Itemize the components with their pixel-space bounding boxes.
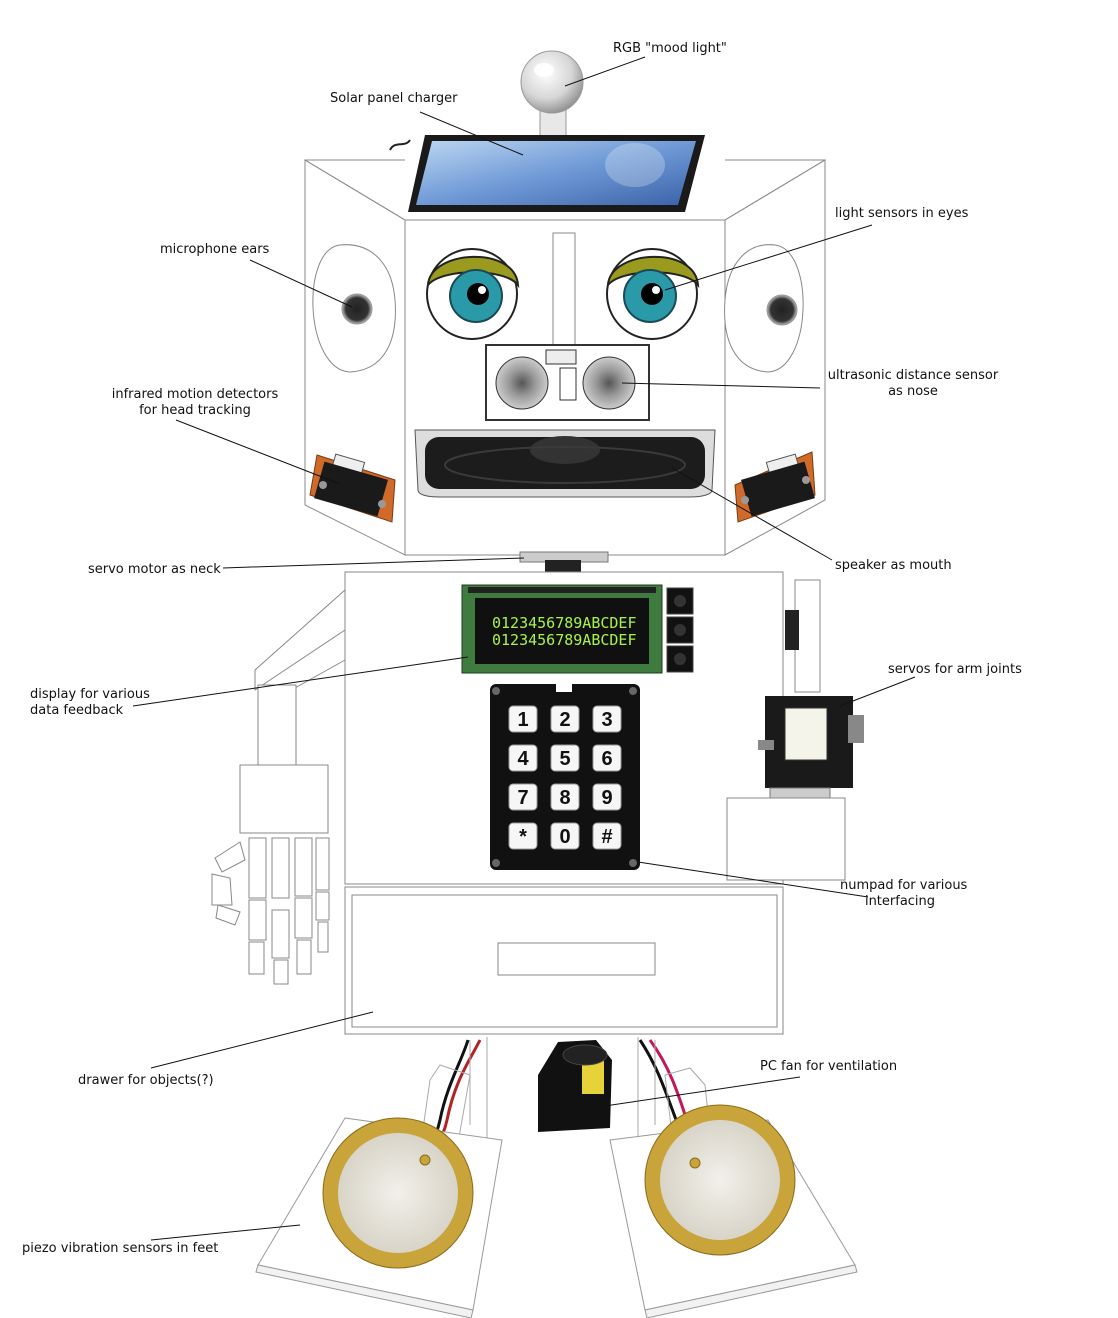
right-arm bbox=[726, 579, 864, 881]
speaker bbox=[414, 429, 716, 498]
leader-piezo bbox=[150, 1224, 301, 1241]
label-numpad-2: interfacing bbox=[864, 894, 936, 909]
arm-servo bbox=[758, 696, 864, 799]
leader-arm-servos bbox=[839, 676, 916, 707]
mood-light-bulb bbox=[520, 50, 584, 141]
nose-slot bbox=[552, 232, 576, 346]
label-solar-panel: Solar panel charger bbox=[330, 91, 458, 106]
label-light-sensors: light sensors in eyes bbox=[835, 206, 969, 221]
leader-fan bbox=[577, 1076, 801, 1111]
leader-lines bbox=[132, 56, 916, 1241]
push-buttons bbox=[666, 587, 694, 673]
keypad-key-label: 7 bbox=[517, 787, 528, 809]
keypad-key-label: * bbox=[519, 826, 527, 848]
keypad-key-8[interactable] bbox=[550, 783, 580, 811]
leader-microphone bbox=[249, 259, 353, 308]
keypad-key-7[interactable] bbox=[508, 783, 538, 811]
keypad-key-label: 1 bbox=[517, 709, 528, 731]
label-arm-servos: servos for arm joints bbox=[888, 662, 1022, 677]
keypad-key-2[interactable] bbox=[550, 705, 580, 733]
keypad-key-label: 5 bbox=[559, 748, 570, 770]
keypad-key-4[interactable] bbox=[508, 744, 538, 772]
keypad-key-label: # bbox=[601, 826, 612, 848]
keypad-key-label: 3 bbox=[601, 709, 612, 731]
label-ultrasonic-1: ultrasonic distance sensor bbox=[827, 368, 999, 383]
label-speaker: speaker as mouth bbox=[835, 558, 952, 573]
leader-infrared bbox=[175, 419, 341, 485]
label-infrared-1: infrared motion detectors bbox=[111, 387, 279, 402]
label-display-1: display for various bbox=[30, 687, 150, 702]
leader-solar bbox=[419, 111, 524, 156]
leader-display bbox=[132, 656, 469, 707]
keypad-key-1[interactable] bbox=[508, 705, 538, 733]
label-numpad-1: numpad for various bbox=[840, 878, 968, 893]
keypad-key-label: 9 bbox=[601, 787, 612, 809]
label-display-2: data feedback bbox=[30, 703, 124, 718]
left-eye bbox=[426, 248, 520, 340]
leader-servo-neck bbox=[222, 557, 525, 569]
leader-speaker bbox=[671, 467, 833, 561]
label-mood-light: RGB "mood light" bbox=[613, 41, 727, 56]
keypad-key-label: 8 bbox=[559, 787, 570, 809]
pc-fan bbox=[538, 1040, 612, 1132]
leader-numpad bbox=[637, 861, 869, 898]
keypad-key-5[interactable] bbox=[550, 744, 580, 772]
label-microphone: microphone ears bbox=[160, 242, 270, 257]
leader-light-sensors bbox=[664, 224, 873, 291]
keypad-key-11[interactable] bbox=[550, 822, 580, 850]
lcd-module: 0123456789ABCDEF 0123456789ABCDEF bbox=[461, 584, 663, 674]
left-ir-sensor bbox=[309, 453, 396, 523]
keypad-key-10[interactable] bbox=[508, 822, 538, 850]
ultrasonic-sensor bbox=[485, 344, 650, 421]
drawer-handle bbox=[497, 942, 656, 976]
label-infrared-2: for head tracking bbox=[139, 403, 251, 418]
leader-ultrasonic bbox=[621, 382, 821, 389]
lcd-line-1: 0123456789ABCDEF bbox=[492, 614, 637, 632]
neck-servo bbox=[519, 551, 609, 572]
left-arm bbox=[211, 589, 346, 985]
right-eye bbox=[606, 248, 700, 340]
keypad-key-3[interactable] bbox=[592, 705, 622, 733]
right-foot bbox=[609, 1104, 858, 1318]
keypad-key-label: 6 bbox=[601, 748, 612, 770]
lcd-line-2: 0123456789ABCDEF bbox=[492, 631, 637, 649]
keypad-key-label: 0 bbox=[559, 826, 570, 848]
leader-drawer bbox=[150, 1011, 374, 1069]
left-foot bbox=[255, 1117, 503, 1318]
keypad-key-9[interactable] bbox=[592, 783, 622, 811]
label-drawer: drawer for objects(?) bbox=[78, 1073, 214, 1088]
label-piezo: piezo vibration sensors in feet bbox=[22, 1241, 219, 1256]
keypad-key-label: 2 bbox=[559, 709, 570, 731]
keypad-key-label: 4 bbox=[517, 748, 529, 770]
solar-panel bbox=[389, 135, 705, 212]
right-ir-sensor bbox=[734, 451, 816, 523]
label-servo-neck: servo motor as neck bbox=[88, 562, 221, 577]
leader-mood-light bbox=[564, 56, 646, 87]
label-fan: PC fan for ventilation bbox=[760, 1059, 898, 1074]
right-ear bbox=[724, 244, 804, 373]
label-ultrasonic-2: as nose bbox=[888, 384, 938, 399]
keypad-key-12[interactable] bbox=[592, 822, 622, 850]
keypad: 1 2 3 4 5 6 7 8 9 * 0 # bbox=[490, 684, 640, 870]
left-ear bbox=[312, 244, 396, 373]
keypad-key-6[interactable] bbox=[592, 744, 622, 772]
